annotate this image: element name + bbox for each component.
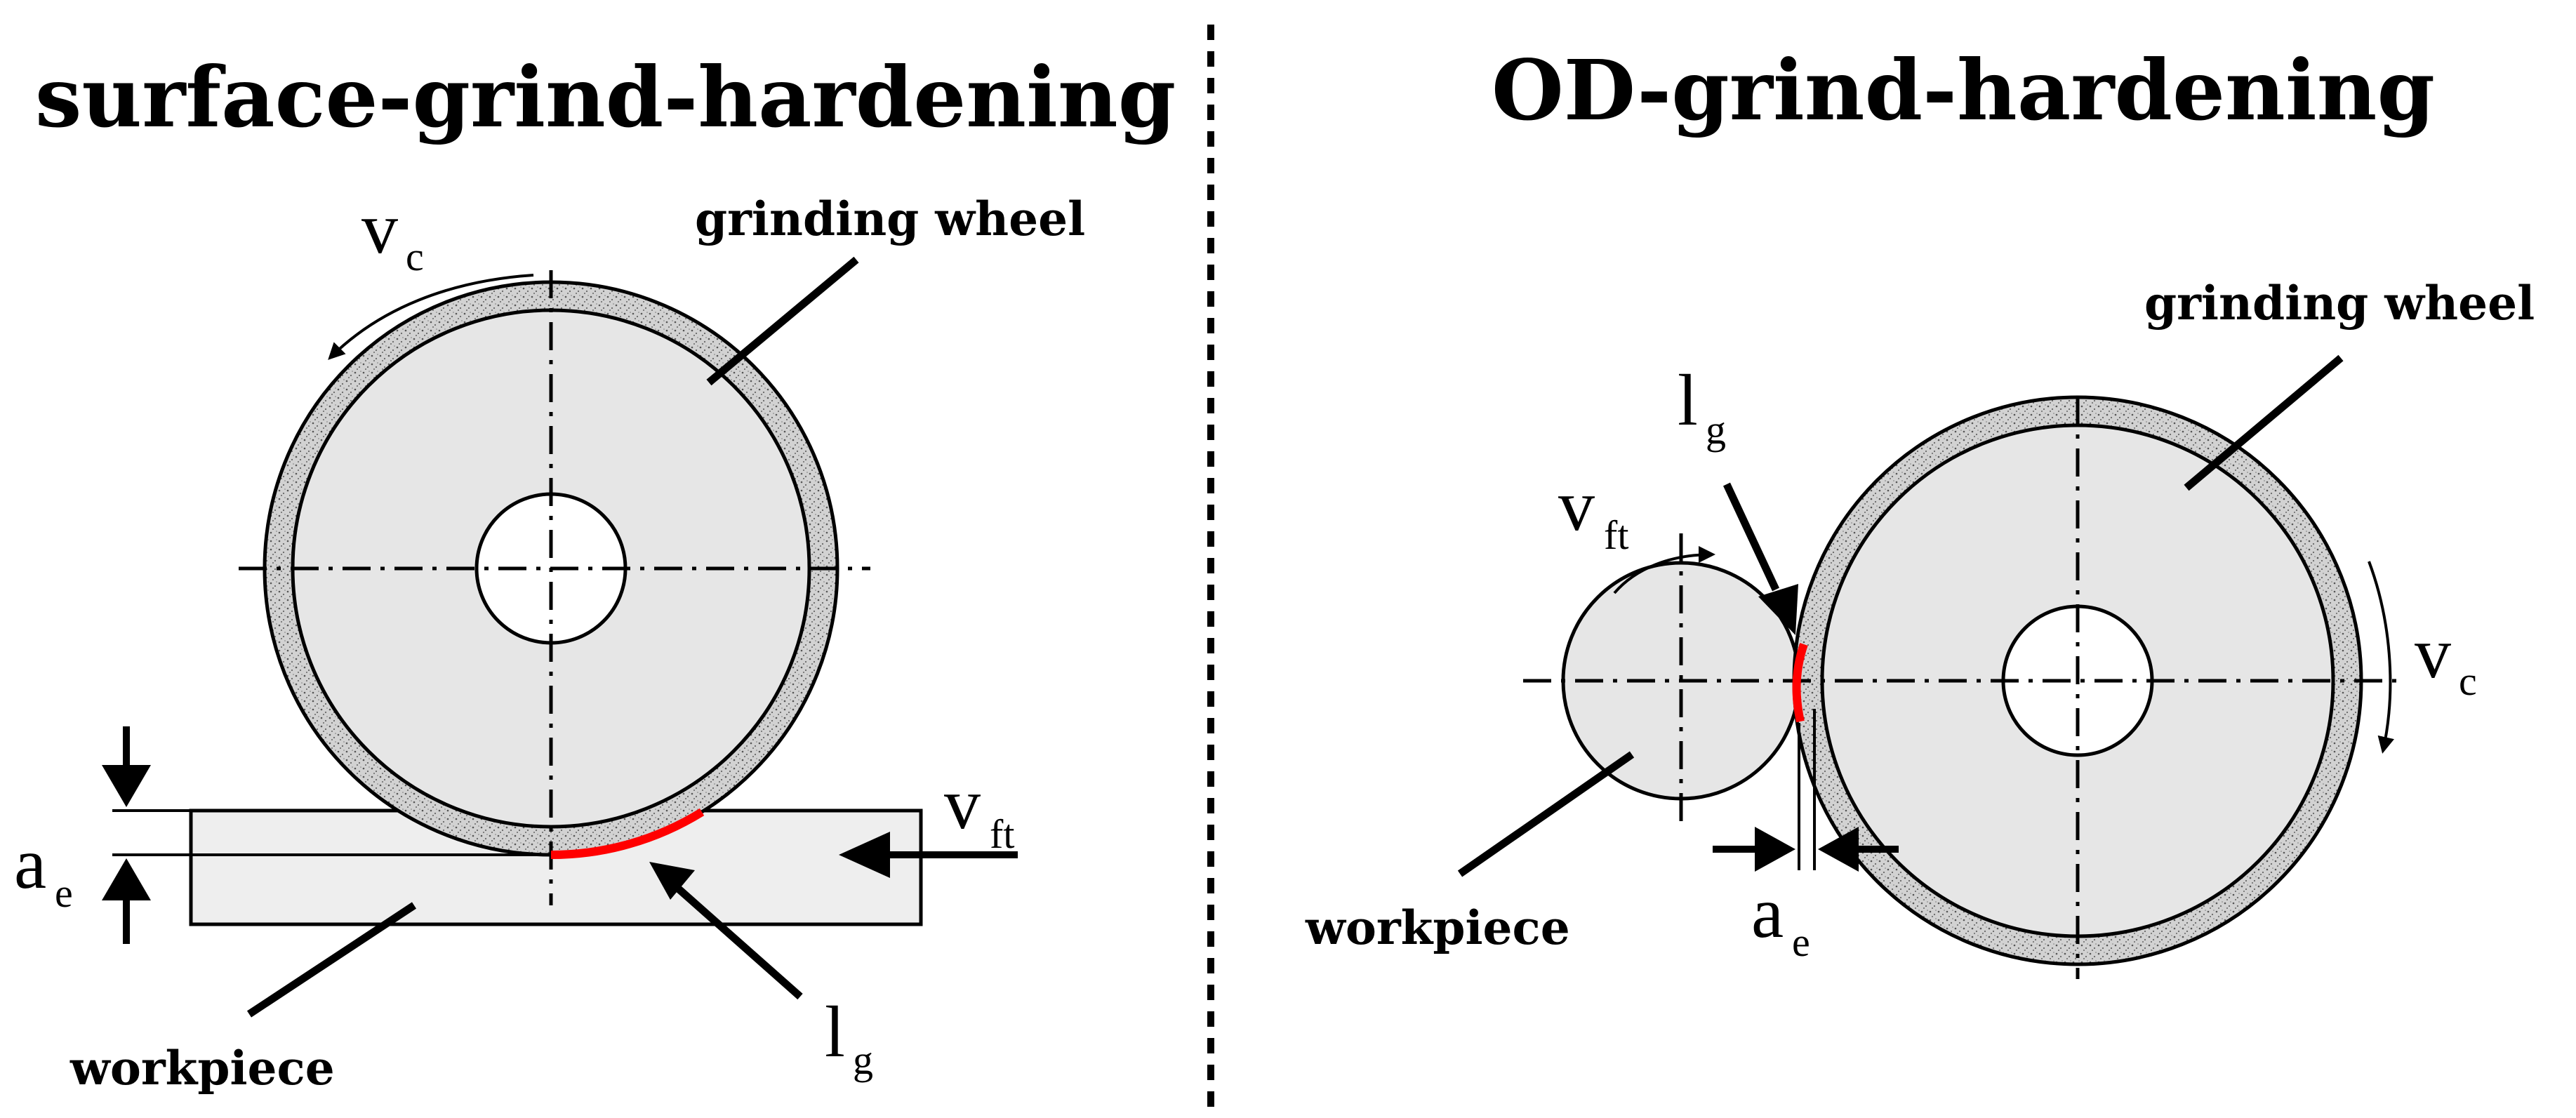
left-vft-symbol: v [944,764,981,844]
right-ae-subscript: e [1792,919,1810,965]
left-lg-symbol: l [825,992,845,1072]
od-grind-panel: OD-grind-hardening a e l g v ft [1305,41,2535,979]
left-feed-arrowhead [839,832,890,878]
right-ae-symbol: a [1751,872,1784,953]
left-lg-leader [675,884,803,1000]
left-ae-subscript: e [55,870,73,916]
right-vft-symbol: v [1558,465,1595,546]
right-ae-right-arrowhead [1818,827,1859,872]
right-lg-leader [1723,482,1779,592]
right-wheel-label: grinding wheel [2144,276,2535,331]
left-vc-subscript: c [406,234,424,279]
left-wheel-leader [706,256,859,386]
left-lg-subscript: g [853,1037,873,1083]
right-lg-symbol: l [1678,360,1698,441]
right-ae-left-arrowhead [1755,827,1795,872]
right-lg-subscript: g [1706,407,1726,453]
right-cutting-speed-arrow [2368,561,2395,754]
right-feed-arrow [1613,546,1715,594]
left-vft-subscript: ft [990,811,1014,857]
left-vc-symbol: v [361,188,398,269]
right-vc-subscript: c [2459,658,2477,704]
right-workpiece-leader [1457,751,1635,877]
left-contact-zone [550,808,705,860]
right-vc-symbol: v [2415,613,2451,693]
right-workpiece-label: workpiece [1305,900,1570,955]
left-workpiece-leader [246,902,417,1018]
right-panel-title: OD-grind-hardening [1492,41,2435,139]
left-cutting-speed-arrow [328,274,534,360]
left-workpiece-label: workpiece [69,1041,335,1096]
left-lg-arrowhead [649,862,695,900]
left-ae-symbol: a [14,823,46,904]
left-ae-lower-arrowhead [102,858,151,900]
right-vft-subscript: ft [1604,512,1628,558]
right-wheel-leader [2184,354,2344,491]
right-lg-arrowhead [1758,584,1798,635]
surface-grind-panel: surface-grind-hardening v c grinding whe… [14,48,1176,1096]
right-contact-zone [1792,643,1808,723]
left-ae-upper-arrowhead [102,765,151,807]
left-panel-title: surface-grind-hardening [35,48,1176,146]
left-wheel-label: grinding wheel [695,192,1085,246]
